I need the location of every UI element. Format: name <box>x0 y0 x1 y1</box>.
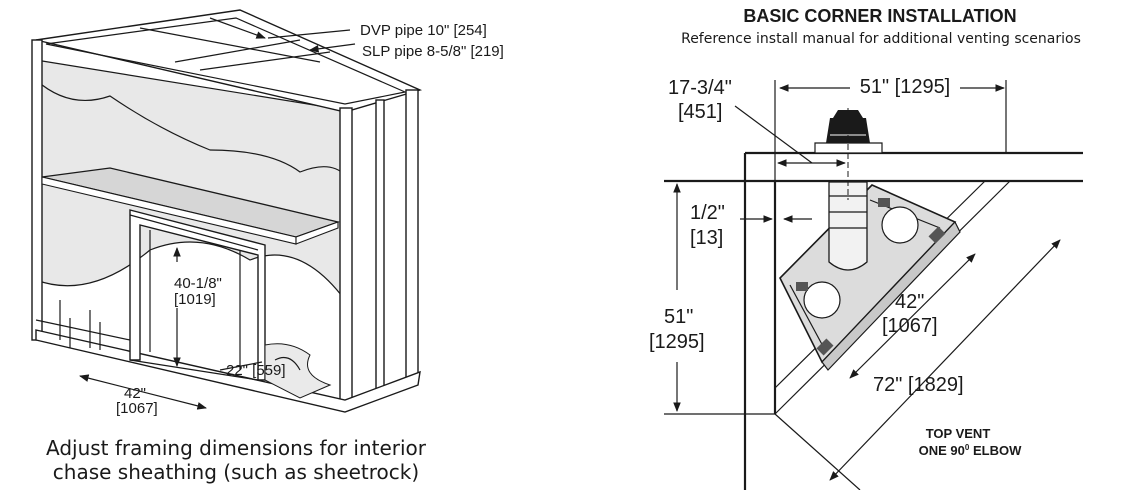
vent-pipe <box>828 181 868 271</box>
vent-note-line-2: ONE 900 ELBOW <box>919 443 1022 458</box>
side-dimension-in: 51" <box>664 306 693 328</box>
width-dimension-in: 42" <box>124 385 146 402</box>
width-dimension-mm: [1067] <box>116 400 158 417</box>
vent-note-line-1: TOP VENT <box>926 426 991 441</box>
caption-line-1: Adjust framing dimensions for interior <box>46 436 427 460</box>
top-width-dimension: 51" [1295] <box>860 76 951 98</box>
pipe-label-dvp: DVP pipe 10" [254] <box>360 22 487 39</box>
diagonal-dimension: 72" [1829] <box>873 374 964 396</box>
back-wall-sheathing <box>35 59 346 302</box>
bottom-plate <box>35 329 421 413</box>
corner-plan-view <box>664 80 1083 490</box>
post-front-right <box>405 89 419 381</box>
corner-title: BASIC CORNER INSTALLATION <box>743 6 1016 26</box>
post-front-mid <box>375 99 385 391</box>
clearance-dimension-mm: [13] <box>690 227 723 249</box>
height-dimension-mm: [1019] <box>174 291 216 308</box>
face-dimension-in: 42" <box>895 291 924 313</box>
post-back-left <box>31 39 43 341</box>
side-dimension-mm: [1295] <box>649 331 705 353</box>
depth-dimension: 22" [559] <box>226 362 286 379</box>
top-plate-frame <box>35 9 423 113</box>
offset-dimension-in: 17-3/4" <box>668 77 732 99</box>
face-dimension-mm: [1067] <box>882 315 938 337</box>
chase-framing-illustration <box>31 9 423 413</box>
caption-line-2: chase sheathing (such as sheetrock) <box>53 460 419 484</box>
clearance-dimension-in: 1/2" <box>690 202 725 224</box>
post-front-left <box>339 107 353 409</box>
offset-dimension-mm: [451] <box>678 101 722 123</box>
height-dimension-in: 40-1/8" <box>174 275 222 292</box>
corner-subtitle: Reference install manual for additional … <box>681 31 1081 47</box>
pipe-label-slp: SLP pipe 8-5/8" [219] <box>362 43 504 60</box>
